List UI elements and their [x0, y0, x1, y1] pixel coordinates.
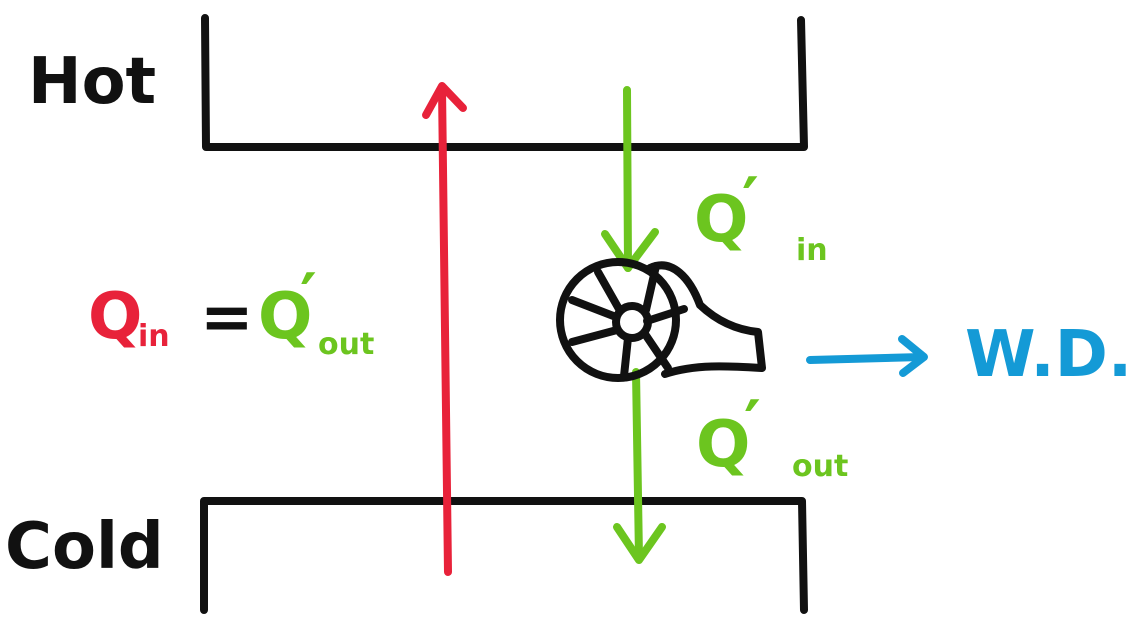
q-prime-in-subscript: in	[796, 233, 828, 268]
work-arrow	[806, 335, 928, 377]
q-prime-out-prime: ′	[300, 261, 317, 335]
q-prime-out-subscript: out	[318, 327, 375, 362]
cold-label: Cold	[5, 510, 164, 584]
q-prime-out-right-prime: ′	[744, 388, 761, 462]
work-done-label: W.D.	[965, 318, 1133, 392]
q-prime-in-symbol: Q	[694, 183, 749, 257]
q-in-subscript: in	[138, 319, 170, 354]
turbine-icon	[556, 258, 766, 382]
heat-in-arrow	[422, 82, 467, 576]
hot-label: Hot	[28, 45, 157, 119]
heat-flow-in-arrow	[601, 86, 659, 272]
q-in-symbol: Q	[88, 280, 143, 354]
cold-reservoir	[200, 497, 808, 614]
hot-reservoir	[201, 14, 808, 151]
equals-sign: =	[200, 281, 254, 355]
q-prime-out-right-subscript: out	[792, 449, 849, 484]
q-prime-out-symbol: Q	[258, 280, 313, 354]
q-prime-in-prime: ′	[742, 165, 759, 239]
q-prime-out-right-symbol: Q	[696, 408, 751, 482]
heat-flow-out-arrow	[613, 368, 666, 564]
